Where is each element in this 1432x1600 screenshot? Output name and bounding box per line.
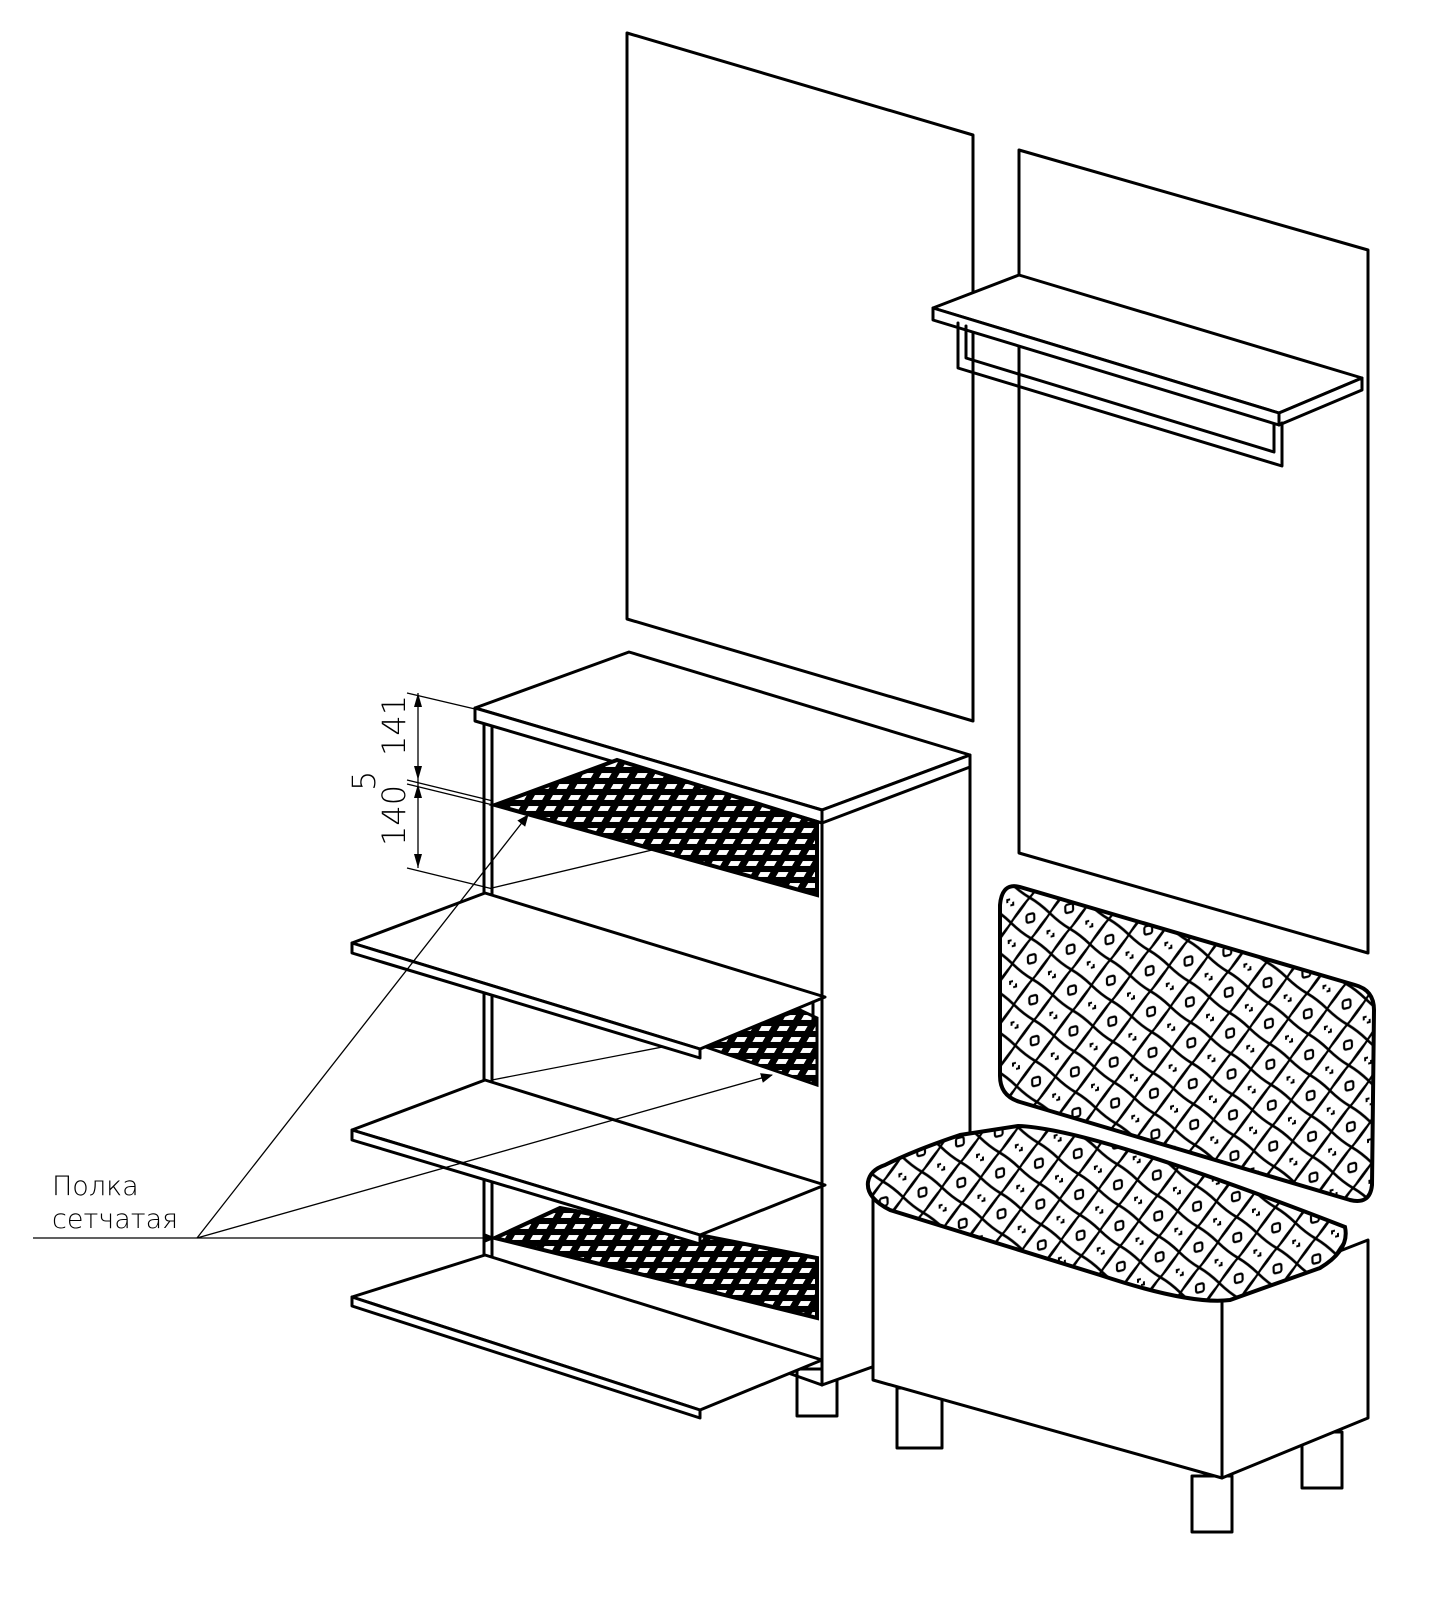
callout-label-line2: сетчатая [52, 1204, 178, 1235]
hat-shelf [931, 273, 1364, 427]
dimension-5: 5 [345, 771, 383, 791]
wall-hanger-panel [931, 148, 1370, 955]
callout-leader: Полка сетчатая [33, 814, 773, 1243]
bench-seat-cushion [865, 1123, 1348, 1303]
mirror-panel [625, 31, 975, 723]
shoe-cabinet [350, 650, 972, 1420]
wire-shelf-upper [488, 757, 819, 898]
back-cushion [998, 884, 1377, 1203]
wire-shelf-lower [488, 1205, 819, 1321]
hanger-rail [956, 321, 1284, 468]
storage-bench [865, 1123, 1370, 1534]
callout-label-line1: Полка [52, 1171, 139, 1202]
dimension-140: 140 [375, 785, 413, 846]
bench-leg [1190, 1474, 1234, 1534]
dimension-annotations: 141 5 140 [345, 692, 494, 890]
dimension-141: 141 [375, 695, 413, 756]
